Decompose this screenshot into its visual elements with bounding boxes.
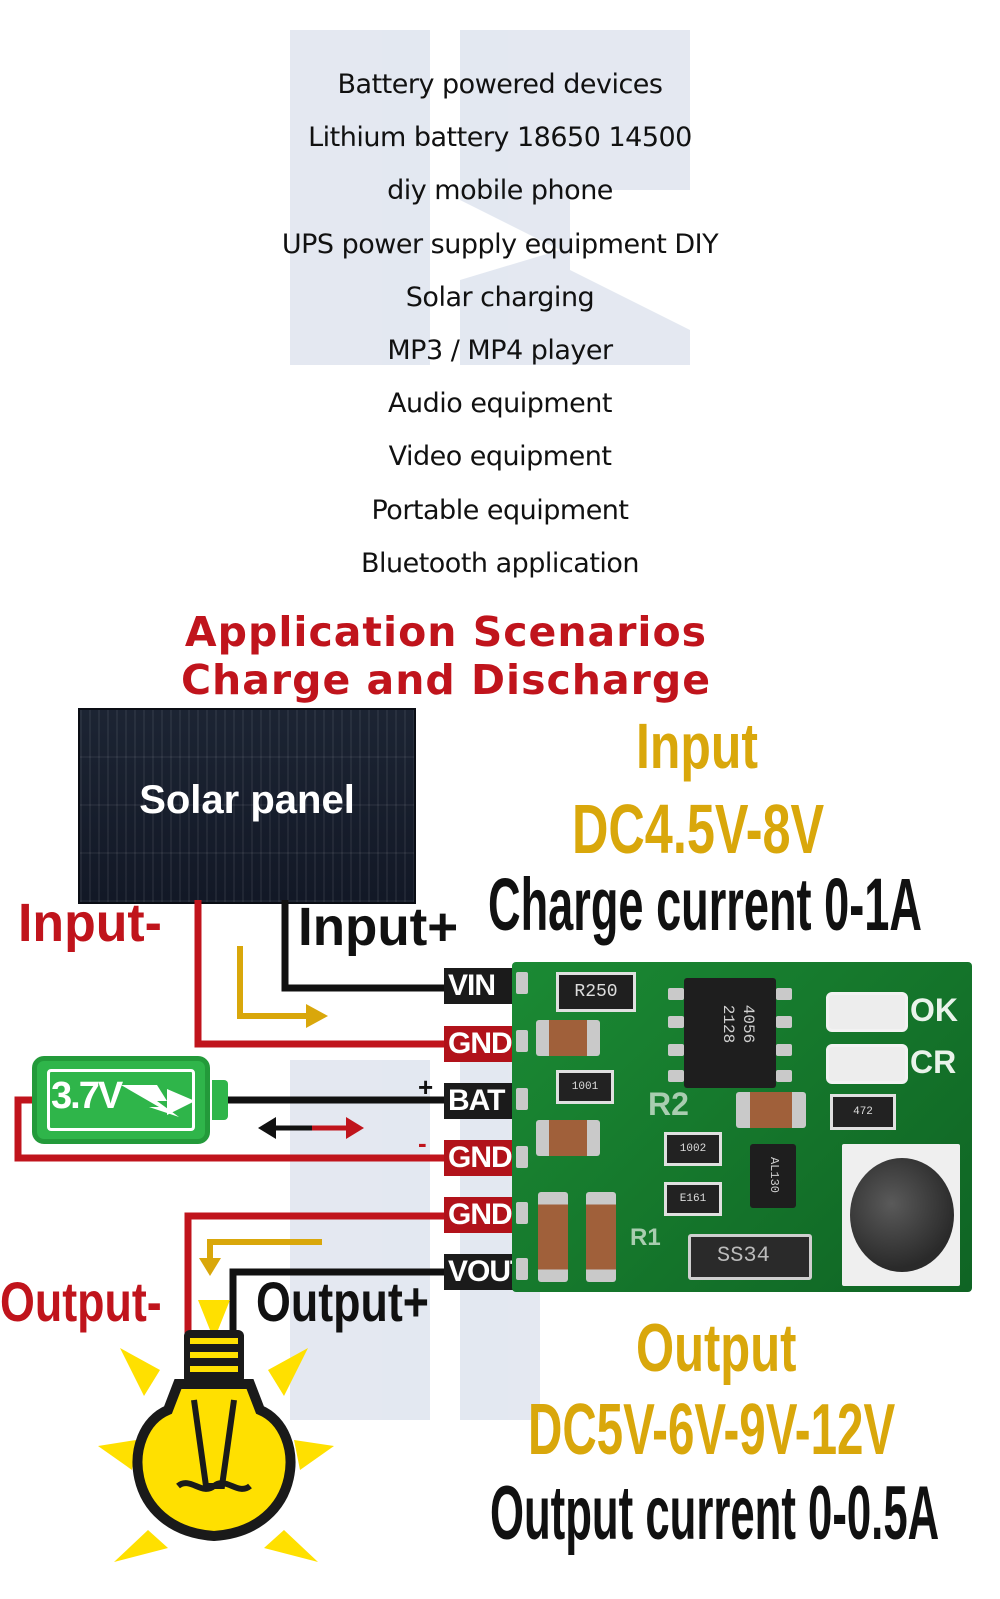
pcb-pad (668, 1070, 684, 1082)
pcb-pad (516, 1146, 528, 1168)
battery-voltage-label: 3.7V (51, 1075, 123, 1117)
pcb-pad (668, 1044, 684, 1056)
pin-vout: VOUT (444, 1254, 516, 1290)
resistor-1001: 1001 (556, 1070, 614, 1104)
application-item: Lithium battery 18650 14500 (308, 122, 692, 154)
capacitor (536, 1020, 600, 1056)
resistor-r250: R250 (556, 972, 636, 1012)
battery-minus-sign: - (418, 1128, 427, 1158)
application-item: Bluetooth application (360, 547, 640, 579)
silk-cr: CR (910, 1044, 957, 1080)
battery-terminal (212, 1080, 228, 1120)
inductor (850, 1158, 954, 1272)
input-flow-arrow (237, 946, 318, 1019)
application-item: Battery powered devices (337, 69, 663, 100)
diode-label: SS34 (717, 1243, 770, 1268)
application-item: diy mobile phone (387, 175, 613, 207)
boost-ic-label: AL130 (767, 1156, 781, 1193)
capacitor (736, 1092, 806, 1128)
pin-gnd-battery: GND (444, 1140, 516, 1176)
pcb-pad (516, 1258, 528, 1280)
application-item: Video equipment (388, 441, 612, 473)
light-bulb-icon (98, 1300, 334, 1562)
application-list: Battery powered devices Lithium battery … (0, 58, 1000, 590)
pin-gnd-input: GND (444, 1026, 516, 1062)
input-flow-arrowhead (306, 1004, 328, 1028)
diode-ss34: SS34 (688, 1234, 812, 1280)
battery-plus-sign: + (418, 1072, 434, 1102)
charger-ic-label: 4056 2128 (719, 1004, 757, 1044)
application-item: UPS power supply equipment DIY (281, 228, 719, 260)
input-title: Input (636, 710, 758, 782)
input-voltage: DC4.5V-8V (572, 790, 825, 868)
silk-r1: R1 (630, 1224, 661, 1251)
application-item: Audio equipment (388, 388, 612, 420)
solar-panel-label: Solar panel (139, 778, 355, 822)
charger-ic: 4056 2128 (684, 978, 776, 1088)
lightning-icon (121, 1085, 195, 1117)
battery-minus-wire (14, 1096, 446, 1162)
led-cr (826, 1044, 908, 1084)
silk-r2: R2 (648, 1086, 689, 1122)
output-plus-label: Output+ (256, 1270, 429, 1333)
battery-inner-frame (47, 1069, 195, 1131)
resistor-472: 472 (830, 1094, 896, 1130)
scenario-title: Application Scenarios (184, 608, 708, 656)
pcb-pad (776, 1016, 792, 1028)
pcb-pad (516, 972, 528, 994)
application-item: Solar charging (405, 281, 595, 313)
pcb-pad (776, 1070, 792, 1082)
pcb-pad (516, 1088, 528, 1110)
output-flow-arrowhead (199, 1258, 221, 1276)
pcb-pad (668, 988, 684, 1000)
silk-ok: OK (910, 992, 958, 1028)
pcb-pad (516, 1202, 528, 1224)
application-item: Portable equipment (371, 494, 629, 526)
pcb-module-image: R250 4056 2128 OK CR 1001 R2 1002 E161 4… (512, 962, 972, 1292)
input-plus-label: Input+ (298, 897, 459, 957)
output-voltage: DC5V-6V-9V-12V (528, 1390, 896, 1470)
pcb-pad (516, 1030, 528, 1052)
resistor-e161: E161 (664, 1182, 722, 1216)
input-minus-wire (194, 900, 446, 1048)
capacitor (586, 1192, 616, 1282)
application-item: MP3 / MP4 player (387, 334, 613, 366)
pcb-pad (668, 1016, 684, 1028)
pin-bat: BAT (444, 1083, 516, 1119)
pcb-pad (776, 1044, 792, 1056)
output-title: Output (636, 1310, 797, 1386)
output-flow-arrow (207, 1239, 322, 1262)
charge-arrowhead (346, 1117, 364, 1139)
boost-ic: AL130 (750, 1144, 796, 1208)
led-ok (826, 992, 908, 1032)
output-minus-wire (184, 1212, 446, 1336)
output-plus-wire (229, 1268, 446, 1336)
pin-vin: VIN (444, 968, 516, 1004)
discharge-arrowhead (258, 1117, 276, 1139)
resistor-1002: 1002 (664, 1132, 722, 1166)
scenario-subtitle: Charge and Discharge (180, 656, 712, 704)
input-minus-label: Input- (18, 893, 162, 953)
output-minus-label: Output- (0, 1270, 162, 1333)
pcb-pad (776, 988, 792, 1000)
charge-current: Charge current 0-1A (488, 863, 922, 946)
input-plus-wire (281, 900, 446, 992)
capacitor (536, 1120, 600, 1156)
pin-gnd-output: GND (444, 1197, 516, 1233)
battery-icon: 3.7V (32, 1056, 210, 1144)
capacitor (538, 1192, 568, 1282)
solar-panel-image: Solar panel (78, 708, 416, 904)
output-current: Output current 0-0.5A (490, 1471, 940, 1556)
